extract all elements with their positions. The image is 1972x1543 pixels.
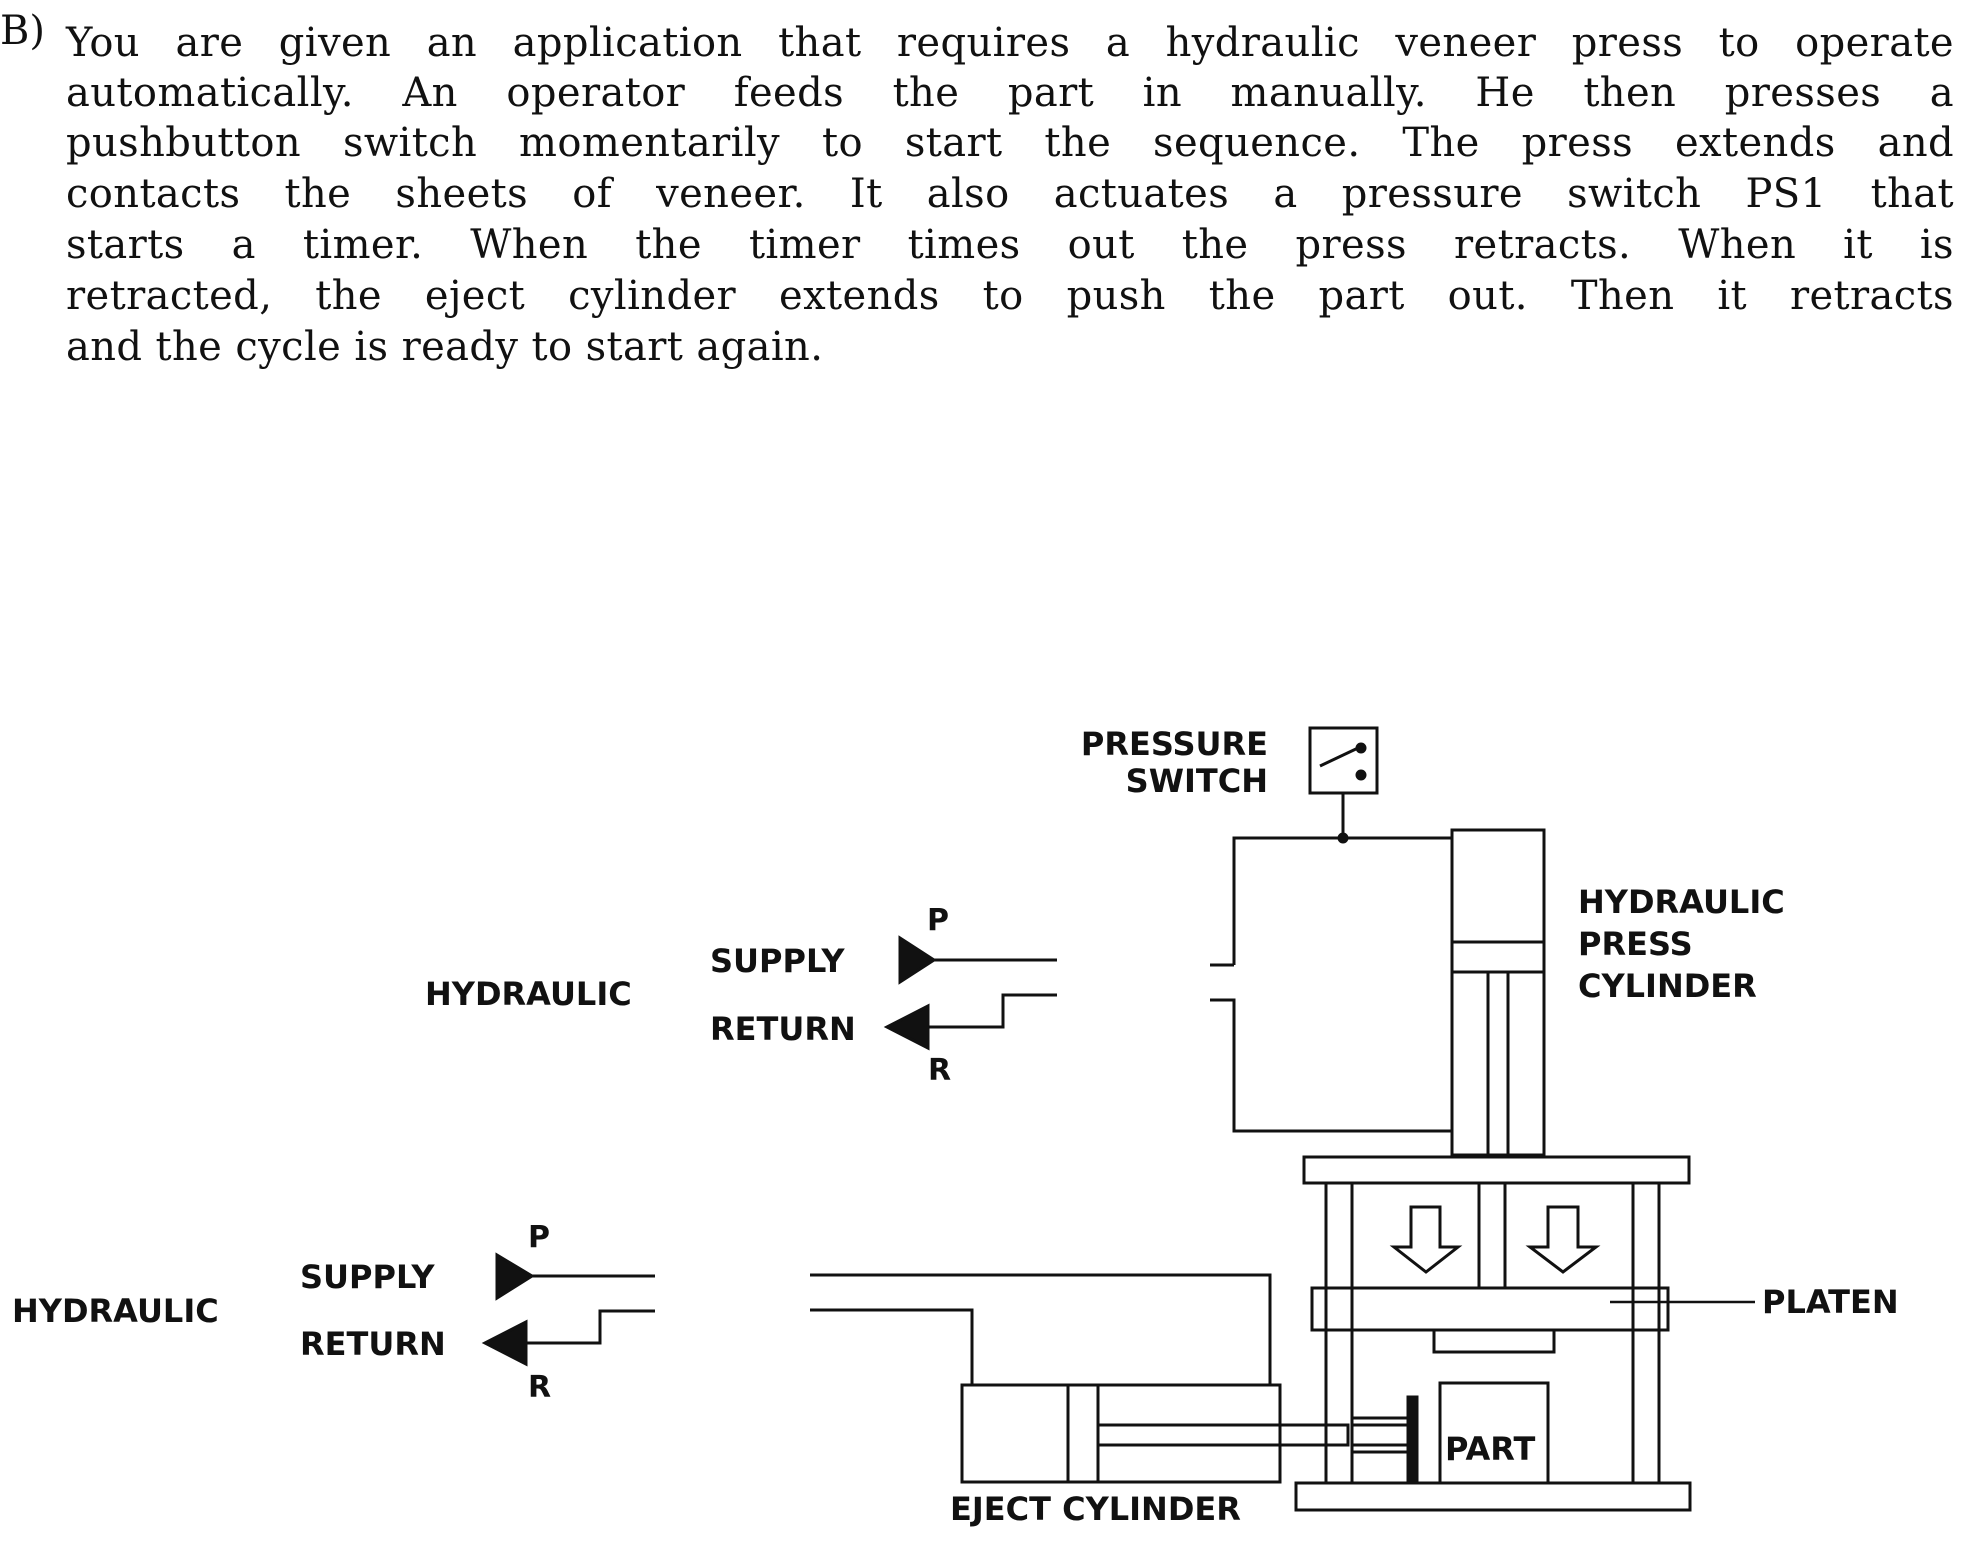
p-label: P	[528, 1220, 550, 1255]
problem-statement: B) You are given an application that req…	[0, 8, 1972, 370]
down-arrow-icon	[1525, 1205, 1601, 1274]
press-cylinder-label: CYLINDER	[1578, 967, 1757, 1005]
return-label: RETURN	[300, 1325, 446, 1363]
eject-cylinder-body	[960, 1383, 1282, 1484]
problem-line: retracted, the eject cylinder extends to…	[66, 273, 1954, 319]
eject-pusher	[1406, 1395, 1419, 1485]
press-cylinder-label: HYDRAULIC	[1578, 883, 1785, 921]
eject-cylinder	[960, 1383, 1419, 1485]
problem-line: You are given an application that requir…	[66, 20, 1954, 66]
eject-cylinder-label: EJECT CYLINDER	[950, 1490, 1241, 1528]
part-box	[1438, 1381, 1550, 1485]
eject-piston	[1066, 1383, 1100, 1484]
supply-arrow-icon	[898, 935, 937, 985]
return-arrow-icon	[883, 1003, 930, 1051]
down-arrow-icon	[1389, 1205, 1463, 1274]
press-piston	[1450, 940, 1546, 974]
press-cylinder-label: PRESS	[1578, 925, 1693, 963]
return-label: RETURN	[710, 1010, 856, 1048]
problem-line: automatically. An operator feeds the par…	[66, 70, 1954, 116]
return-arrow-icon	[481, 1319, 528, 1367]
lower-hydraulic-supply	[481, 1252, 655, 1367]
press-center-post	[1477, 1181, 1507, 1290]
platen	[1310, 1286, 1755, 1354]
press-hydraulic-lines	[1210, 793, 1452, 1133]
problem-line: starts a timer. When the timer times out…	[66, 222, 1954, 268]
pressure-switch-contact	[1319, 746, 1359, 768]
r-label: R	[928, 1053, 951, 1088]
pressure-switch-terminal	[1355, 769, 1367, 781]
supply-arrow-icon	[495, 1252, 535, 1301]
platen-plate	[1310, 1286, 1670, 1332]
problem-number: B)	[0, 8, 45, 54]
press-cylinder-body	[1450, 828, 1546, 1157]
press-top-plate	[1302, 1155, 1691, 1185]
eject-rod	[1096, 1423, 1350, 1447]
pressure-switch-terminal	[1355, 742, 1367, 754]
pressure-switch-label: PRESSURE	[1081, 725, 1268, 763]
problem-line: pushbutton switch momentarily to start t…	[66, 120, 1954, 166]
problem-line: contacts the sheets of veneer. It also a…	[66, 171, 1954, 217]
press-base	[1294, 1481, 1692, 1512]
press-column	[1631, 1181, 1661, 1485]
upper-hydraulic-supply	[883, 935, 1057, 1051]
p-label: P	[927, 903, 949, 938]
pressure-switch-label: SWITCH	[1126, 762, 1268, 800]
hydraulic-label: HYDRAULIC	[12, 1292, 219, 1330]
eject-hydraulic-lines	[810, 1273, 1272, 1385]
platen-pad	[1432, 1328, 1556, 1354]
eject-rod-extension	[1350, 1423, 1417, 1447]
pressure-switch-box	[1308, 726, 1379, 795]
supply-label: SUPPLY	[710, 942, 845, 980]
part-label: PART	[1445, 1430, 1535, 1468]
platen-label: PLATEN	[1762, 1283, 1899, 1321]
supply-label: SUPPLY	[300, 1258, 435, 1296]
r-label: R	[528, 1370, 551, 1405]
problem-line: and the cycle is ready to start again.	[66, 324, 824, 370]
hydraulic-press-cylinder	[1450, 828, 1546, 1157]
hydraulic-label: HYDRAULIC	[425, 975, 632, 1013]
